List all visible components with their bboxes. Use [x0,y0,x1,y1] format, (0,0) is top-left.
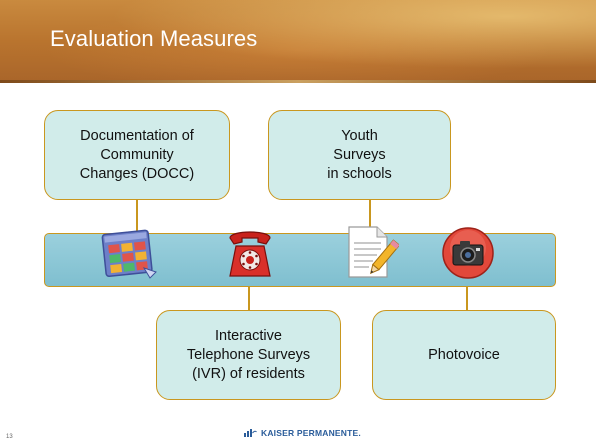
slide-title: Evaluation Measures [50,26,258,51]
docc-label: Documentation of Community Changes (DOCC… [79,127,195,182]
docc-box: Documentation of Community Changes (DOCC… [44,110,230,200]
kaiser-symbol-icon [244,429,257,437]
connector-youth [369,198,371,234]
photovoice-label: Photovoice [428,346,500,363]
kaiser-logo: KAISER PERMANENTE. [243,428,361,438]
title-bar: Evaluation Measures [0,0,596,83]
red-telephone-icon [226,224,274,285]
youth-box: Youth Surveys in schools [268,110,451,200]
connector-photovoice [466,286,468,312]
document-pencil-icon [343,223,401,286]
ivr-label: Interactive Telephone Surveys (IVR) of r… [186,327,311,382]
photovoice-box: Photovoice [372,310,556,400]
connector-docc [136,198,138,234]
title-rule [0,80,596,83]
page-number: 13 [6,434,13,440]
connector-ivr [248,286,250,312]
footer-brand: KAISER PERMANENTE. [261,428,361,438]
camera-icon [441,226,495,285]
ivr-box: Interactive Telephone Surveys (IVR) of r… [156,310,341,400]
youth-label: Youth Surveys in schools [327,127,392,182]
calendar-grid-icon [100,224,160,285]
